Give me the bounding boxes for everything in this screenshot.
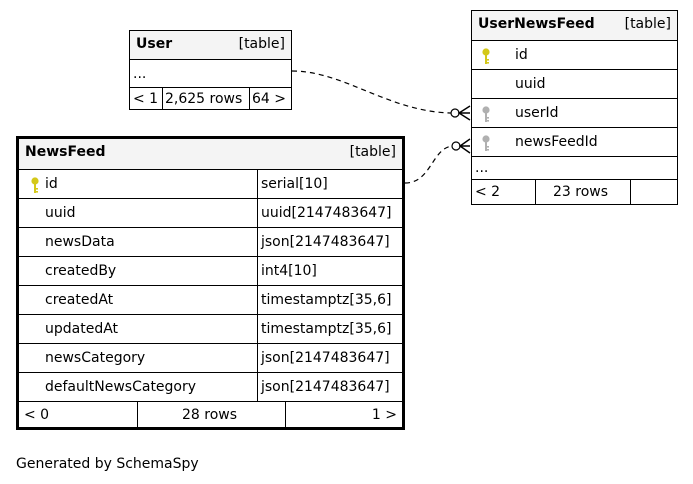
column-row[interactable]: userId	[472, 99, 677, 128]
column-row[interactable]: defaultNewsCategory json[2147483647]	[19, 373, 402, 402]
table-footer: < 0 28 rows 1 >	[19, 402, 402, 427]
table-name[interactable]: User	[136, 36, 173, 52]
column-type: json[2147483647]	[261, 350, 390, 366]
column-row[interactable]: newsCategory json[2147483647]	[19, 344, 402, 373]
table-user[interactable]: User [table] ... < 1 2,625 rows 64 >	[129, 30, 292, 110]
more-columns-ellipsis: ...	[475, 160, 489, 176]
divider	[257, 199, 258, 227]
row-count: 23 rows	[553, 184, 609, 200]
column-row[interactable]: id serial[10]	[19, 170, 402, 199]
divider	[257, 257, 258, 285]
column-type: int4[10]	[261, 263, 317, 279]
table-kind-label: [table]	[238, 36, 285, 52]
foreign-key-icon	[482, 135, 490, 151]
divider	[257, 170, 258, 198]
table-footer: < 1 2,625 rows 64 >	[130, 88, 291, 109]
column-name: updatedAt	[45, 321, 119, 337]
column-name: uuid	[515, 76, 546, 92]
divider	[257, 228, 258, 256]
divider	[285, 402, 286, 427]
generated-by-note: Generated by SchemaSpy	[16, 456, 199, 472]
row-count: 28 rows	[182, 406, 238, 423]
column-type: uuid[2147483647]	[261, 205, 392, 221]
children-link[interactable]: 64 >	[252, 90, 286, 107]
column-type: json[2147483647]	[261, 234, 390, 250]
table-header: UserNewsFeed [table]	[472, 11, 677, 41]
table-name[interactable]: NewsFeed	[25, 144, 106, 160]
column-type: timestamptz[35,6]	[261, 292, 392, 308]
table-more-columns: ...	[472, 157, 677, 180]
column-row[interactable]: newsData json[2147483647]	[19, 228, 402, 257]
column-row[interactable]: newsFeedId	[472, 128, 677, 157]
divider	[257, 286, 258, 314]
divider	[137, 402, 138, 427]
column-type: serial[10]	[261, 176, 328, 192]
table-header: User [table]	[130, 31, 291, 60]
column-row[interactable]: createdBy int4[10]	[19, 257, 402, 286]
parents-link[interactable]: < 0	[24, 406, 50, 423]
column-row[interactable]: createdAt timestamptz[35,6]	[19, 286, 402, 315]
column-name: newsData	[45, 234, 115, 250]
primary-key-icon	[482, 48, 490, 64]
table-footer: < 2 23 rows	[472, 180, 677, 204]
column-name: id	[45, 176, 58, 192]
table-kind-label: [table]	[624, 16, 671, 32]
table-kind-label: [table]	[349, 144, 396, 160]
divider	[162, 88, 163, 109]
column-name: id	[515, 47, 528, 63]
relationship-user-to-usernewsfeed	[291, 70, 471, 121]
column-name: uuid	[45, 205, 76, 221]
column-name: createdAt	[45, 292, 114, 308]
column-type: json[2147483647]	[261, 379, 390, 395]
table-name[interactable]: UserNewsFeed	[478, 16, 595, 32]
divider	[630, 180, 631, 204]
parents-link[interactable]: < 2	[475, 184, 501, 200]
foreign-key-icon	[482, 106, 490, 122]
column-type: timestamptz[35,6]	[261, 321, 392, 337]
more-columns-ellipsis: ...	[133, 65, 147, 82]
divider	[257, 344, 258, 372]
column-name: newsFeedId	[515, 134, 598, 150]
column-name: defaultNewsCategory	[45, 379, 197, 395]
divider	[257, 315, 258, 343]
table-usernewsfeed[interactable]: UserNewsFeed [table] id uuid userId news…	[471, 10, 678, 205]
column-name: newsCategory	[45, 350, 146, 366]
column-row[interactable]: uuid	[472, 70, 677, 99]
column-row[interactable]: updatedAt timestamptz[35,6]	[19, 315, 402, 344]
children-link[interactable]: 1 >	[371, 406, 397, 423]
column-name: userId	[515, 105, 559, 121]
parents-link[interactable]: < 1	[133, 90, 159, 107]
relationship-newsfeed-to-usernewsfeed	[404, 138, 471, 184]
primary-key-icon	[31, 177, 39, 193]
divider	[257, 373, 258, 401]
column-row[interactable]: id	[472, 41, 677, 70]
column-name: createdBy	[45, 263, 117, 279]
table-newsfeed[interactable]: NewsFeed [table] id serial[10] uuid uuid…	[16, 136, 405, 430]
divider	[535, 180, 536, 204]
table-more-columns: ...	[130, 60, 291, 88]
divider	[249, 88, 250, 109]
row-count: 2,625 rows	[165, 90, 243, 107]
column-row[interactable]: uuid uuid[2147483647]	[19, 199, 402, 228]
table-header: NewsFeed [table]	[19, 139, 402, 170]
